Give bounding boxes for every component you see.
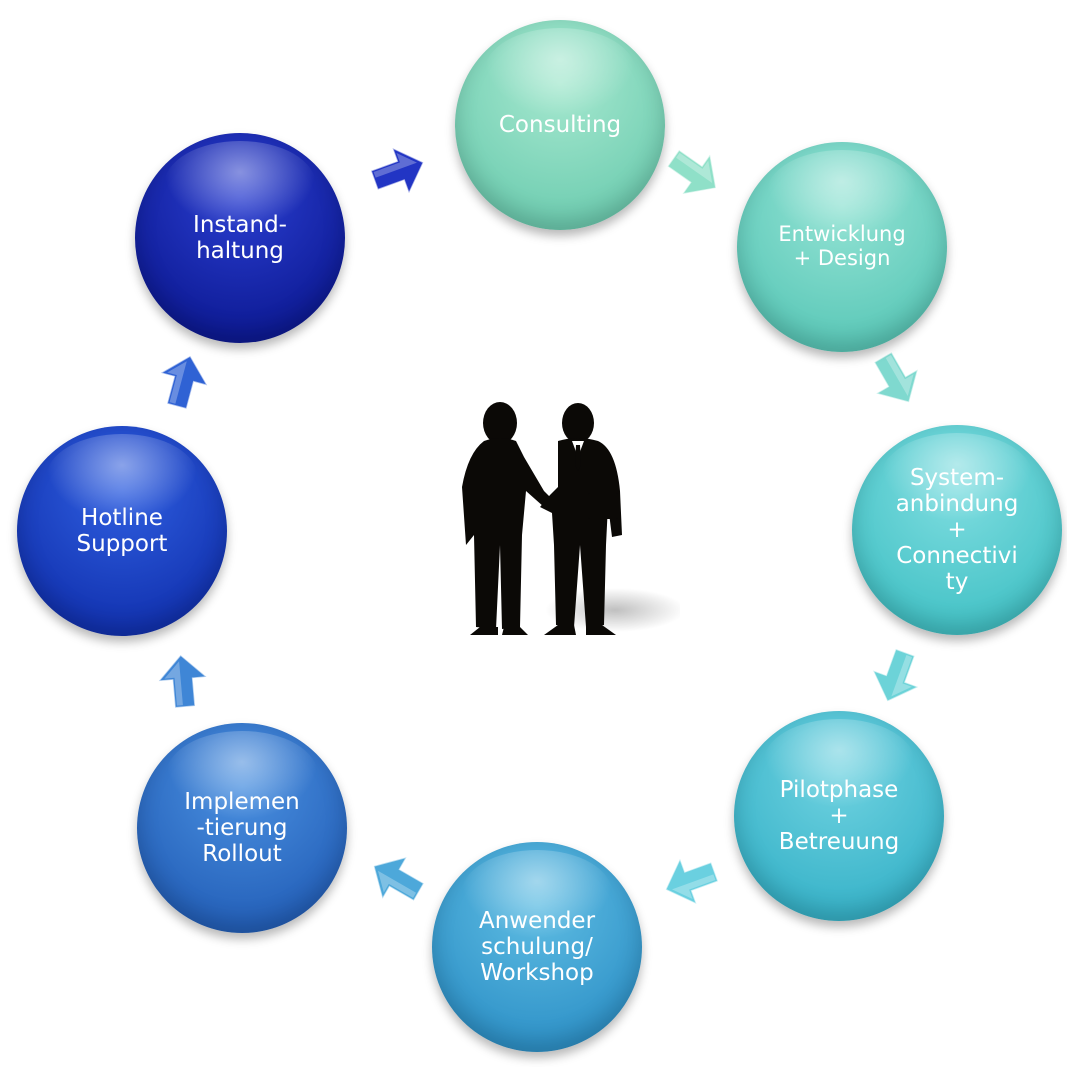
node-label: Anwender schulung/ Workshop <box>478 908 596 986</box>
arrow-hotline-to-instandhaltung <box>148 348 218 418</box>
node-hotline-support: Hotline Support <box>17 426 227 636</box>
node-implementierung-rollout: Implemen -tierung Rollout <box>137 723 347 933</box>
arrow-systemanbindung-to-pilotphase <box>862 640 932 710</box>
node-entwicklung-design: Entwicklung + Design <box>737 142 947 352</box>
arrow-anwenderschulung-to-implementierung <box>363 845 433 915</box>
arrow-instandhaltung-to-consulting <box>362 137 432 207</box>
node-pilotphase-betreuung: Pilotphase + Betreuung <box>734 711 944 921</box>
arrow-pilotphase-to-anwenderschulung <box>657 845 727 915</box>
arrow-entwicklung-to-systemanbindung <box>860 343 930 413</box>
node-label: System- anbindung + Connectivi ty <box>895 465 1019 595</box>
handshake-silhouette-icon <box>440 395 685 645</box>
arrow-implementierung-to-hotline <box>148 648 218 718</box>
node-anwenderschulung-workshop: Anwender schulung/ Workshop <box>432 842 642 1052</box>
node-label: Consulting <box>498 112 622 138</box>
node-label: Pilotphase + Betreuung <box>778 777 900 855</box>
arrow-consulting-to-entwicklung <box>658 137 728 207</box>
node-label: Entwicklung + Design <box>778 222 906 270</box>
node-systemanbindung-connectivity: System- anbindung + Connectivi ty <box>852 425 1062 635</box>
node-consulting: Consulting <box>455 20 665 230</box>
node-label: Hotline Support <box>76 505 168 557</box>
node-label: Implemen -tierung Rollout <box>184 789 300 867</box>
node-label: Instand- haltung <box>193 212 287 264</box>
node-instandhaltung: Instand- haltung <box>135 133 345 343</box>
